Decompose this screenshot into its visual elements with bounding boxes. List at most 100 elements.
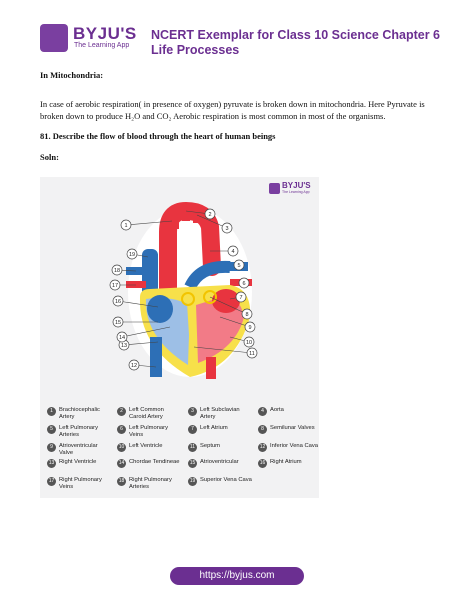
byjus-logo-mark [40,24,68,52]
septum [187,302,197,368]
legend-number: 5 [47,425,56,434]
byjus-logo-brand: BYJU'S [73,24,137,43]
legend-label: Brachiocephalic Artery [59,407,100,420]
legend-label: Septum [200,443,220,449]
callout-circle-19 [126,248,138,260]
legend-number: 6 [117,425,126,434]
legend-label: Superior Vena Cava [200,477,252,483]
brachiocephalic-artery [171,211,179,229]
callout-circle-9 [244,321,256,333]
right-atrium [147,295,173,323]
section-heading: In Mitochondria: [40,70,104,80]
legend-number: 10 [117,443,126,452]
heart-diagram-figure: BYJU'S The Learning App [40,177,319,498]
legend-label: Left Pulmonary Arteries [59,425,98,438]
body-paragraph: In case of aerobic respiration( in prese… [40,99,425,121]
legend-number: 19 [188,477,197,486]
callout-circle-6 [238,277,250,289]
legend-number: 14 [117,459,126,468]
callout-leader-1 [125,220,173,226]
legend-label: Left Ventricle [129,443,163,449]
callout-number-19: 19 [129,252,135,258]
legend-number: 4 [258,407,267,416]
soln-label: Soln: [40,152,59,162]
legend-label: Atrioventricular [200,459,239,465]
legend-label: Right Pulmonary Arteries [129,477,172,490]
footer-url[interactable]: https://byjus.com [170,567,304,585]
callout-circle-14 [116,331,128,343]
semilunar-valve [181,292,195,306]
callout-number-15: 15 [115,320,121,326]
legend-number: 13 [47,459,56,468]
legend-label: Left Atrium [200,425,228,431]
question-heading: 81. Describe the flow of blood through t… [40,131,276,141]
left-common-carotid-artery [182,205,190,221]
callout-leader-11 [193,346,253,354]
callout-circle-17 [109,279,121,291]
legend-number: 18 [117,477,126,486]
callout-circle-15 [112,316,124,328]
figure-logo-tagline: The Learning App [282,190,310,194]
figure-logo: BYJU'S The Learning App [269,181,313,196]
callout-number-14: 14 [119,335,125,341]
callout-circle-8 [241,308,253,320]
legend-label: Right Pulmonary Veins [59,477,102,490]
legend-label: Atrioventricular Valve [59,443,98,456]
callout-number-8: 8 [245,312,248,318]
legend-label: Inferior Vena Cava [270,443,319,449]
legend-label: Left Subclavian Artery [200,407,240,420]
callout-leader-8 [209,296,248,315]
callout-circle-4 [227,245,239,257]
byjus-logo: BYJU'S The Learning App [40,24,137,52]
callout-number-16: 16 [115,299,121,305]
callout-number-11: 11 [249,351,255,357]
callout-number-6: 6 [242,281,245,287]
byjus-logo-tagline: The Learning App [74,42,130,49]
callout-leader-14 [121,326,171,338]
legend-number: 3 [188,407,197,416]
callout-number-13: 13 [121,343,127,349]
legend-number: 11 [188,443,197,452]
legend-number: 2 [117,407,126,416]
legend-label: Right Atrium [270,459,302,465]
pulmonary-trunk [184,260,231,290]
legend-number: 7 [188,425,197,434]
left-ventricle [196,296,244,363]
callout-circle-18 [111,264,123,276]
callout-circle-10 [243,336,255,348]
callout-circle-5 [233,259,245,271]
callout-number-5: 5 [237,263,240,269]
callout-number-3: 3 [225,226,228,232]
callout-number-7: 7 [239,295,242,301]
legend-number: 17 [47,477,56,486]
callout-circle-7 [235,291,247,303]
callout-circle-3 [221,222,233,234]
inferior-vena-cava [150,337,162,377]
semilunar-valve-aortic [203,290,217,304]
legend-label: Chordae Tendineae [129,459,180,465]
callout-number-2: 2 [208,212,211,218]
callout-number-4: 4 [231,249,234,255]
callout-number-1: 1 [124,223,127,229]
callout-circle-16 [112,295,124,307]
figure-logo-brand: BYJU'S [282,181,311,190]
left-atrium [212,289,240,313]
callout-number-9: 9 [248,325,251,331]
figure-logo-mark [269,183,280,194]
legend-number: 9 [47,443,56,452]
